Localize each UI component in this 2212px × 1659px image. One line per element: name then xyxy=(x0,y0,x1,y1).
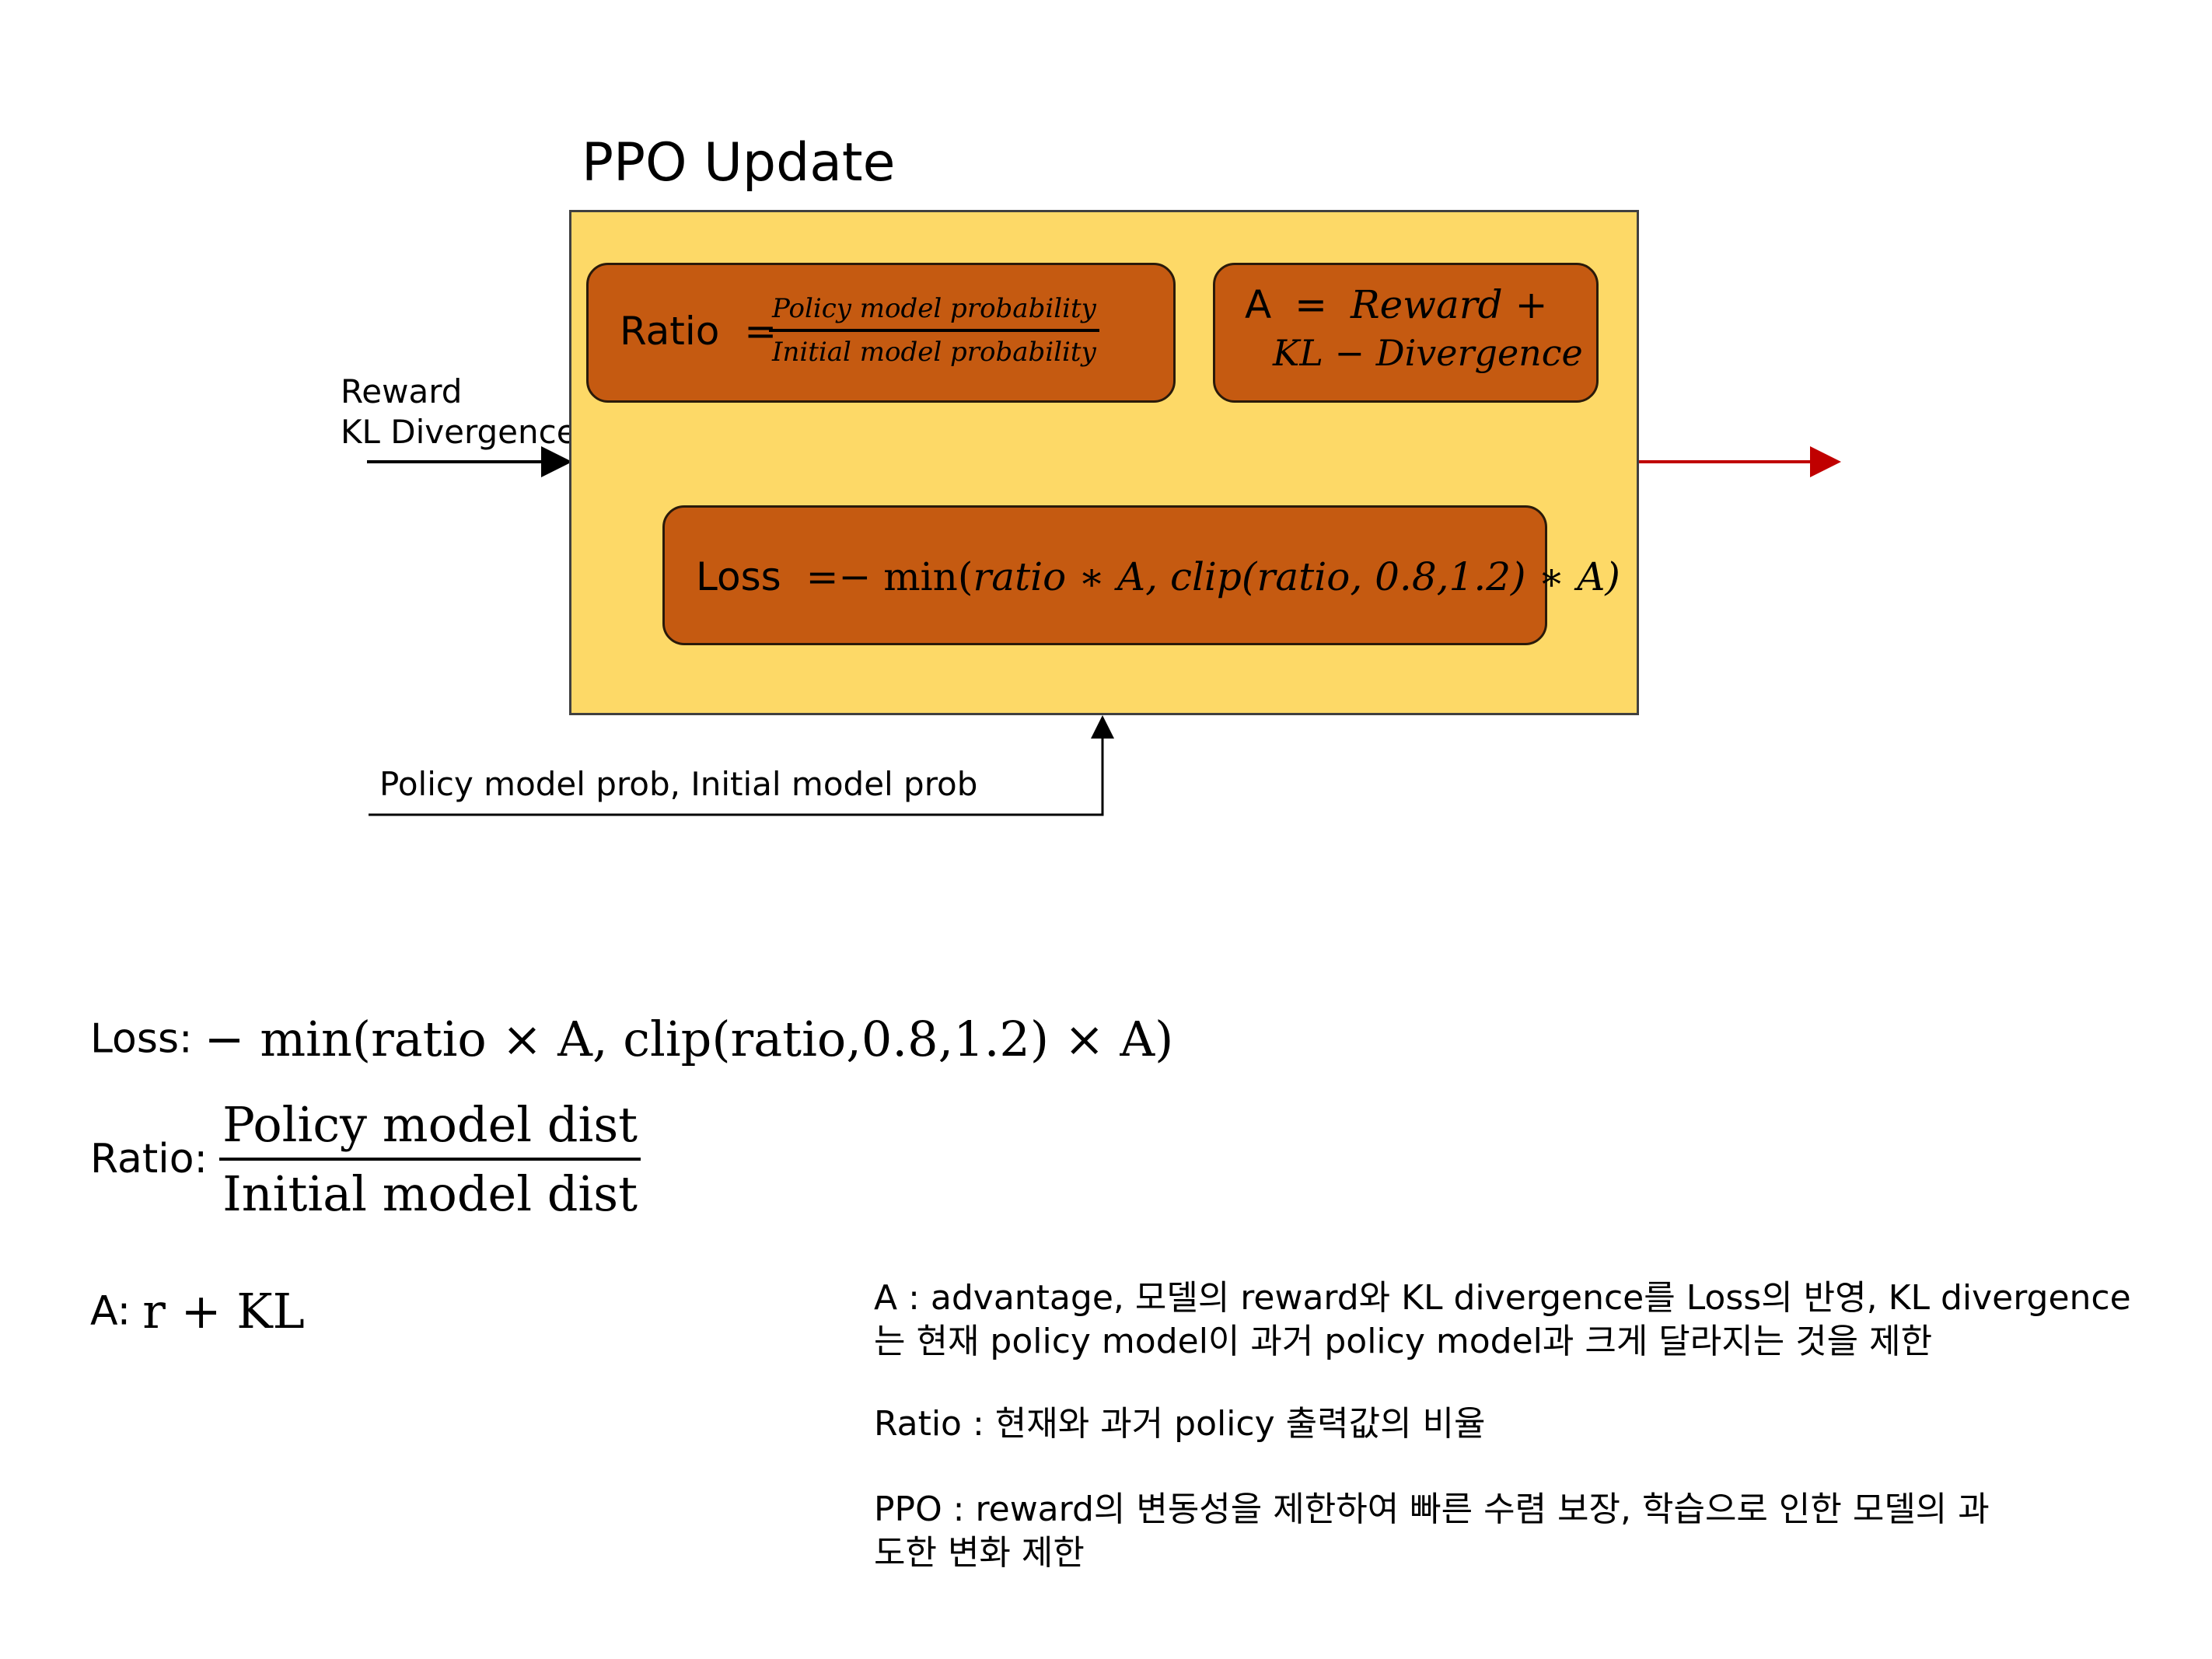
loss-box: Loss =− min(ratio ∗ A, clip(ratio, 0.8,1… xyxy=(662,505,1620,645)
note-advantage: A : advantage, 모델의 reward와 KL divergence… xyxy=(874,1277,2131,1364)
ratio-box-fraction: Policy model probability Initial model p… xyxy=(769,293,1099,368)
note-ppo-line1: PPO : reward의 변동성을 제한하여 빠른 수렴 보장, 학습으로 인… xyxy=(874,1490,1990,1529)
ratio-formula-label: Ratio: xyxy=(90,1136,208,1182)
ratio-box-denominator: Initial model probability xyxy=(769,329,1099,368)
a-box-line1: Reward + xyxy=(1350,282,1548,327)
ratio-box: Ratio = Policy model probability Initial… xyxy=(586,263,1176,403)
note-ratio: Ratio : 현재와 과거 policy 출력값의 비율 xyxy=(874,1404,1486,1444)
advantage-box: A = Reward + KL − Divergence xyxy=(1213,263,1599,403)
a-box-line2: KL − Divergence xyxy=(1273,332,1583,374)
a-formula: A: r + KL xyxy=(90,1283,305,1339)
diagram-title: PPO Update xyxy=(582,132,896,194)
loss-box-label: Loss xyxy=(696,554,781,599)
note-advantage-line1: A : advantage, 모델의 reward와 KL divergence… xyxy=(874,1278,2131,1318)
ratio-formula-numerator: Policy model dist xyxy=(222,1096,638,1153)
note-ppo: PPO : reward의 변동성을 제한하여 빠른 수렴 보장, 학습으로 인… xyxy=(874,1488,1990,1575)
loss-box-eq: =− min( xyxy=(805,554,973,599)
input-label: Reward KL Divergence xyxy=(341,372,577,452)
a-box-label: A xyxy=(1245,282,1272,327)
ratio-formula: Ratio: Policy model dist Initial model d… xyxy=(90,1096,641,1222)
ratio-box-label: Ratio xyxy=(620,309,720,354)
loss-box-math: ratio ∗ A, clip(ratio, 0.8,1.2) ∗ A) xyxy=(973,554,1620,599)
loss-formula-expr: − min(ratio × A, clip(ratio,0.8,1.2) × A… xyxy=(204,1011,1174,1067)
a-formula-expr: r + KL xyxy=(142,1283,305,1339)
note-advantage-line2: 는 현재 policy model이 과거 policy model과 크게 달… xyxy=(874,1322,1933,1361)
ratio-formula-denominator: Initial model dist xyxy=(219,1158,641,1222)
bottom-input-wire xyxy=(369,715,1114,816)
input-label-reward: Reward xyxy=(341,372,463,410)
loss-formula: Loss: − min(ratio × A, clip(ratio,0.8,1.… xyxy=(90,1011,1173,1067)
note-ppo-line2: 도한 변화 제한 xyxy=(874,1533,1085,1573)
a-formula-label: A: xyxy=(90,1287,131,1335)
input-label-kl: KL Divergence xyxy=(341,413,577,451)
bottom-input-label: Policy model prob, Initial model prob xyxy=(379,765,978,803)
loss-formula-label: Loss: xyxy=(90,1015,193,1063)
ratio-formula-fraction: Policy model dist Initial model dist xyxy=(219,1096,641,1222)
a-box-eq: = xyxy=(1295,282,1328,327)
ratio-box-numerator: Policy model probability xyxy=(772,293,1096,324)
